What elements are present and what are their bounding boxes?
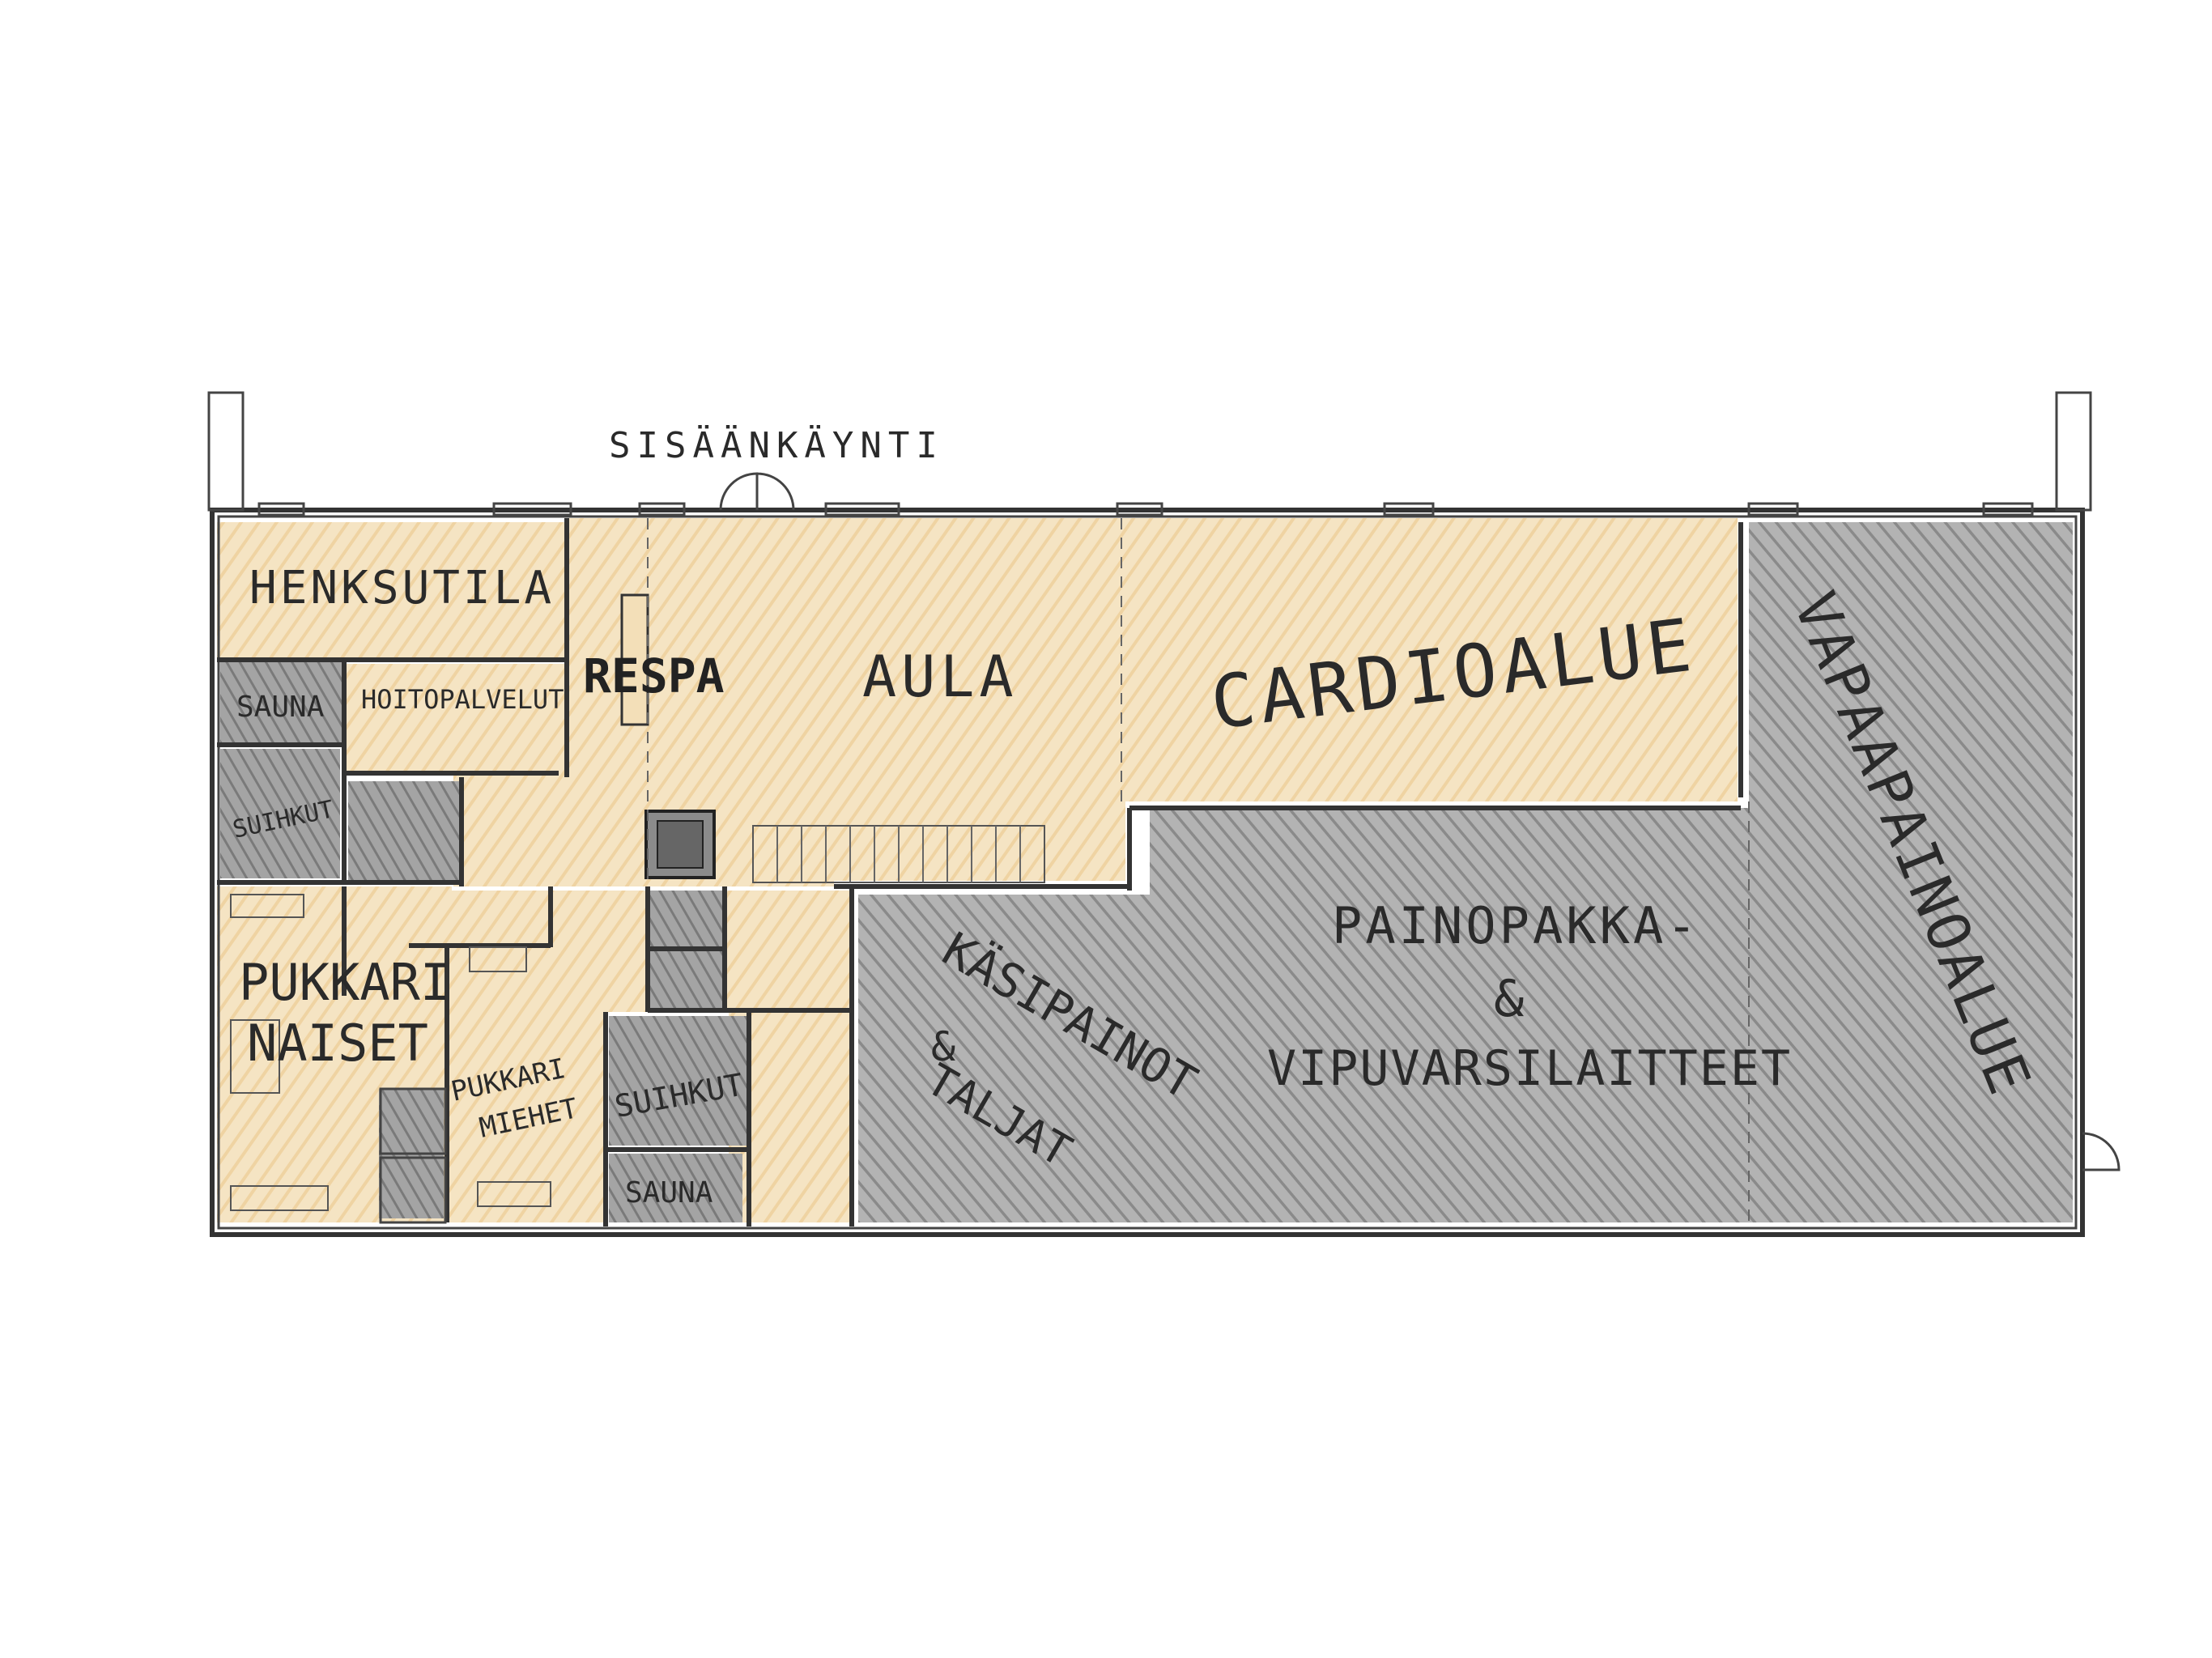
label-staff-room: HENKSUTILA (249, 562, 555, 614)
label-machines-3: VIPUVARSILAITTEET (1267, 1040, 1792, 1097)
changing-men-fill (452, 891, 606, 1222)
treatments-fill (347, 664, 567, 773)
storage-fill (753, 1016, 850, 1222)
label-sauna-bottom: SAUNA (625, 1176, 713, 1209)
sauna-top-fill (220, 662, 342, 743)
label-machines-2: & (1494, 969, 1524, 1028)
reception-counter (620, 593, 649, 726)
corner-column-left (207, 391, 245, 512)
staff-room-fill (217, 522, 567, 658)
outer-wall (210, 508, 2085, 1237)
label-sauna-top: SAUNA (236, 691, 325, 724)
label-dumbbells-2: & (931, 1023, 955, 1070)
showers-men-fill (609, 1016, 747, 1146)
corner-column-right (2055, 391, 2092, 512)
wc-left-fill (348, 781, 460, 882)
training-hall-fill (858, 522, 2073, 1222)
cardio-fill (1125, 518, 1738, 801)
side-door[interactable] (2082, 1132, 2121, 1171)
label-treatments: HOITOPALVELUT (361, 684, 564, 715)
showers-left-fill (220, 749, 340, 878)
label-lobby: AULA (862, 644, 1019, 710)
label-machines-1: PAINOPAKKA- (1332, 896, 1700, 955)
sauna-bottom-fill (609, 1154, 742, 1222)
walls (207, 391, 2121, 1237)
label-changing-women-1: PUKKARI (239, 953, 450, 1012)
label-entrance: SISÄÄNKÄYNTI (609, 424, 944, 466)
corridor-fill (453, 773, 834, 886)
label-reception: RESPA (583, 648, 725, 704)
label-changing-women-2: NAISET (247, 1014, 428, 1073)
entrance-door[interactable] (719, 472, 795, 511)
